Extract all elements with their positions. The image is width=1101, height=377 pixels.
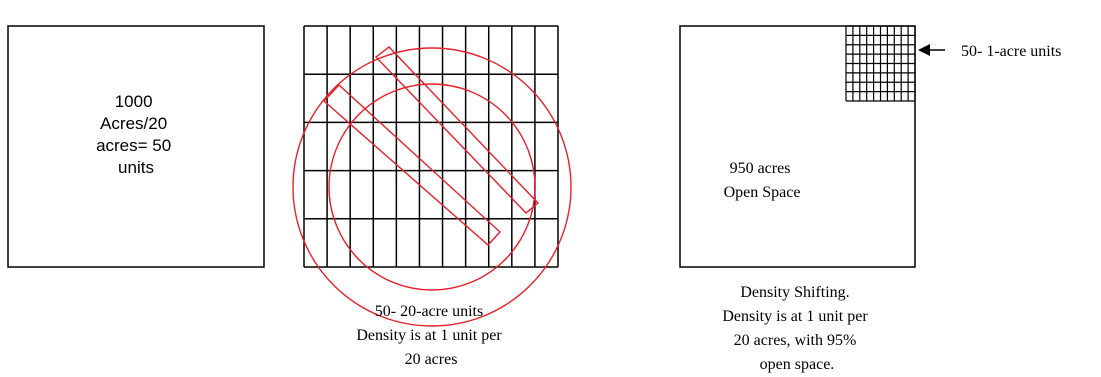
shift-caption-line-2: Density is at 1 unit per <box>722 308 868 325</box>
shift-caption-line-3: 20 acres, with 95% <box>734 332 857 349</box>
cluster-callout-label: 50- 1-acre units <box>961 43 1061 60</box>
open-space-label: 950 acres Open Space <box>724 160 801 201</box>
prohibition-inner-circle <box>328 83 536 291</box>
prohibition-outer-circle <box>292 47 572 327</box>
panel-density-shifting: 950 acres Open Space 50- 1-acre units De… <box>679 25 1061 373</box>
open-space-label-line-2: Open Space <box>724 184 801 201</box>
panel-conventional-parcel: 1000 Acres/20 acres= 50 units <box>7 25 265 268</box>
prohibition-bar-upper <box>374 46 540 214</box>
parcel-box <box>7 25 265 268</box>
grid-caption-line-1: 50- 20-acre units <box>375 303 483 320</box>
shift-caption-line-4: open space. <box>760 356 835 373</box>
parcel-label-line-4: units <box>118 158 154 177</box>
open-space-parcel-box <box>679 25 916 268</box>
parcel-label-line-3: acres= 50 <box>96 136 171 155</box>
open-space-label-line-1: 950 acres <box>730 160 791 177</box>
callout-arrow-icon <box>918 44 945 56</box>
grid-caption: 50- 20-acre units Density is at 1 unit p… <box>356 303 505 368</box>
grid-caption-line-3: 20 acres <box>405 351 458 368</box>
shift-caption-line-1: Density Shifting. <box>740 284 849 301</box>
panel-subdivided-grid: 50- 20-acre units Density is at 1 unit p… <box>292 25 572 368</box>
density-shifting-caption: Density Shifting. Density is at 1 unit p… <box>722 284 871 373</box>
prohibition-bar-lower <box>322 84 501 246</box>
parcel-label: 1000 Acres/20 acres= 50 units <box>96 92 176 177</box>
parcel-label-line-1: 1000 <box>115 92 153 111</box>
one-acre-cluster-grid <box>845 25 916 102</box>
grid-caption-line-2: Density is at 1 unit per <box>356 327 502 344</box>
parcel-label-line-2: Acres/20 <box>100 114 167 133</box>
prohibition-sign <box>292 46 572 327</box>
twenty-acre-grid <box>303 25 559 268</box>
